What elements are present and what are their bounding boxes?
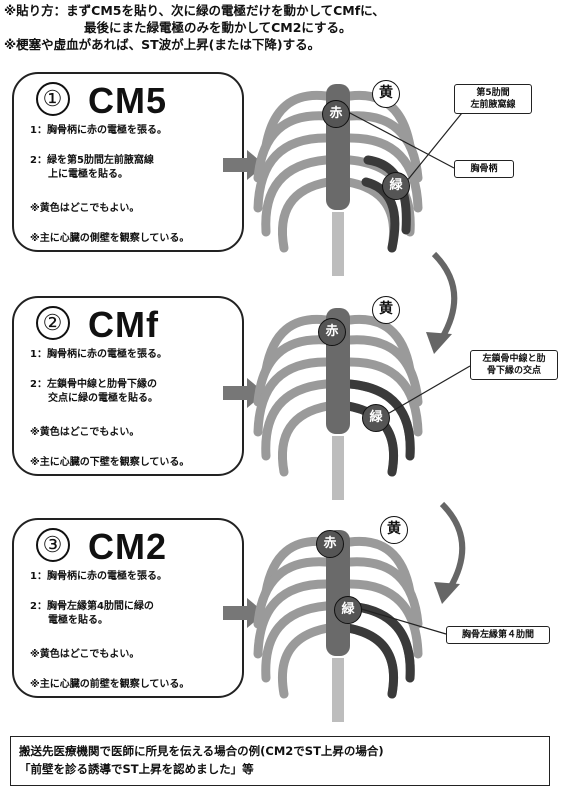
electrode-yellow: 黄 bbox=[380, 516, 408, 544]
electrode-red: 赤 bbox=[322, 100, 350, 128]
curved-arrow-icon bbox=[420, 500, 480, 610]
electrode-yellow: 黄 bbox=[372, 80, 400, 108]
electrode-green: 緑 bbox=[334, 596, 362, 624]
callout-cmf-position: 左鎖骨中線と肋 骨下縁の交点 bbox=[470, 350, 558, 380]
callout-text: 左鎖骨中線と肋 bbox=[475, 353, 553, 365]
electrode-yellow: 黄 bbox=[372, 296, 400, 324]
electrode-green: 緑 bbox=[382, 172, 410, 200]
callout-cm2-position: 胸骨左縁第４肋間 bbox=[446, 626, 550, 644]
callout-cm5-position: 第5肋間 左前腋窩線 bbox=[454, 84, 532, 114]
footer-line-1: 搬送先医療機関で医師に所見を伝える場合の例(CM2でST上昇の場合) bbox=[19, 742, 541, 760]
electrode-green: 緑 bbox=[362, 404, 390, 432]
electrode-red: 赤 bbox=[318, 318, 346, 346]
curved-arrow-icon bbox=[412, 250, 472, 360]
electrode-red: 赤 bbox=[316, 530, 344, 558]
footer-example-box: 搬送先医療機関で医師に所見を伝える場合の例(CM2でST上昇の場合) 「前壁を診… bbox=[10, 736, 550, 786]
callout-text: 骨下縁の交点 bbox=[475, 365, 553, 377]
footer-line-2: 「前壁を診る誘導でST上昇を認めました」等 bbox=[19, 760, 541, 778]
callout-text: 第5肋間 bbox=[459, 87, 527, 99]
callout-manubrium: 胸骨柄 bbox=[454, 160, 514, 178]
callout-text: 左前腋窩線 bbox=[459, 99, 527, 111]
